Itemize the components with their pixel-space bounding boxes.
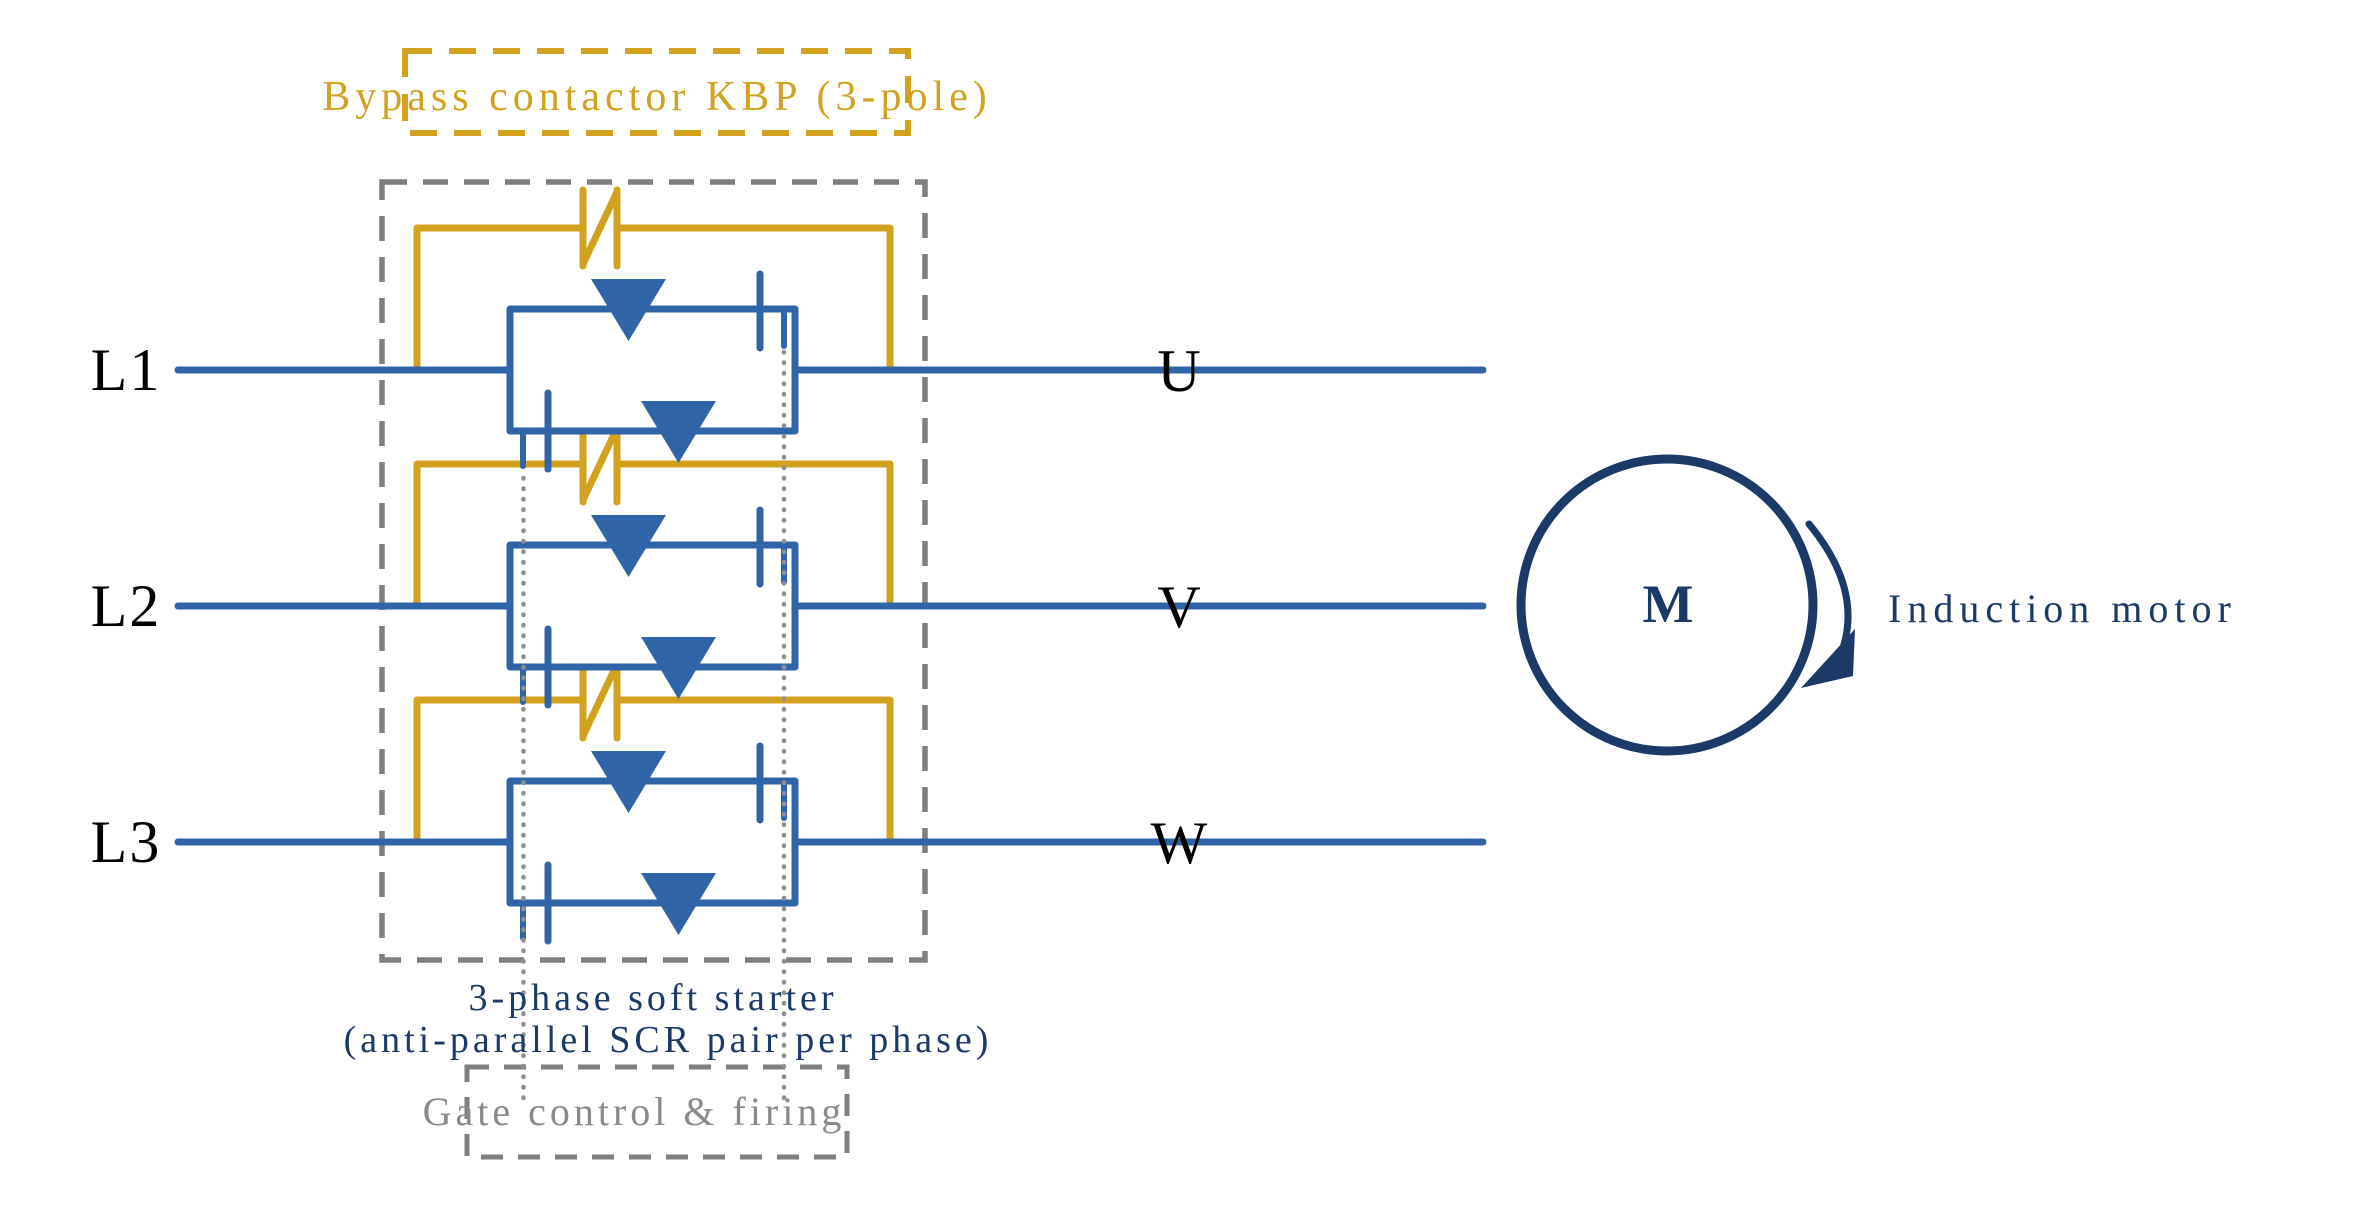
- rotation-arrow-icon: [1805, 520, 1852, 652]
- scr-block-phase2: [510, 510, 795, 705]
- scr-block-phase3: [510, 746, 795, 941]
- soft-starter-label-line1: 3-phase soft starter: [468, 977, 838, 1019]
- motor-circle: [1516, 454, 1818, 756]
- motor-symbol-label: M: [1642, 574, 1694, 634]
- bypass-contactor-label: Bypass contactor KBP (3-pole): [322, 74, 992, 120]
- rotation-arrowhead-icon: [1801, 629, 1855, 688]
- phase-input-label-l2: L2: [90, 573, 162, 639]
- phase-output-label-v: V: [1157, 574, 1203, 640]
- gate-control-boundary: [464, 1064, 850, 1160]
- phase-output-label-u: U: [1157, 338, 1203, 404]
- scr-block-phase1: [510, 274, 795, 469]
- bypass-contactor-boundary: [402, 48, 911, 136]
- phase-input-label-l3: L3: [90, 809, 162, 875]
- phase-output-label-w: W: [1150, 810, 1210, 876]
- gate-control-label: Gate control & firing: [422, 1089, 846, 1134]
- induction-motor-label: Induction motor: [1888, 586, 2237, 631]
- phase-input-label-l1: L1: [90, 337, 162, 403]
- soft-starter-label-line2: (anti-parallel SCR pair per phase): [343, 1019, 993, 1061]
